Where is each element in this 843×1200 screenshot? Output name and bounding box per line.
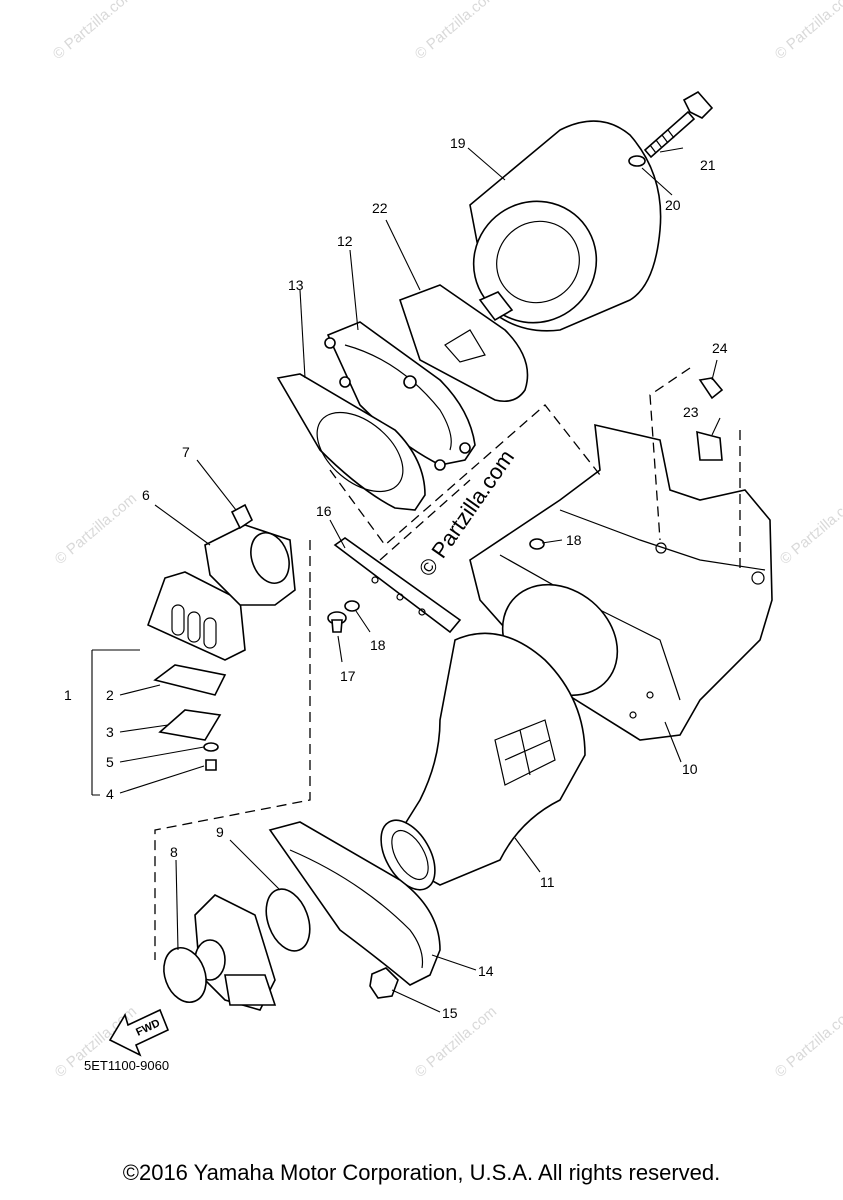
manifold-6 [204,524,296,606]
callout-16: 16 [316,503,332,519]
carburetor [194,894,277,1011]
callouts: 19 21 20 22 12 13 24 23 7 6 16 18 18 17 … [64,135,728,1021]
callout-1: 1 [64,687,72,703]
callout-10: 10 [682,761,698,777]
bolt-24 [698,377,724,400]
screw-4 [205,759,217,771]
washer-5 [203,742,219,752]
copyright-notice: ©2016 Yamaha Motor Corporation, U.S.A. A… [122,1160,721,1185]
watermark: © Partzilla.com [52,490,140,568]
callout-18a: 18 [566,532,582,548]
leader-lines [119,147,721,1013]
seal-strip-16 [333,537,462,634]
washer-18 [529,538,545,550]
filter-case [398,284,529,403]
diagram-code: 5ET1100-9060 [84,1058,169,1073]
air-filter-element [469,120,662,332]
callout-4: 4 [106,786,114,802]
callout-7: 7 [182,444,190,460]
callout-22: 22 [372,200,388,216]
washer-20 [628,155,646,167]
joint-14 [268,821,441,986]
callout-14: 14 [478,963,494,979]
reed-stopper-3 [158,709,222,741]
reed-2 [153,664,227,696]
alignment-lines [154,367,741,960]
callout-13: 13 [288,277,304,293]
callout-5: 5 [106,754,114,770]
intake-duct [380,632,586,891]
bolt-7 [230,503,254,530]
callout-23: 23 [683,404,699,420]
callout-15: 15 [442,1005,458,1021]
watermark: © Partzilla.com [772,0,843,63]
callout-8: 8 [170,844,178,860]
watermark: © Partzilla.com [412,0,500,63]
clip-23 [696,430,723,461]
callout-9: 9 [216,824,224,840]
watermark: © Partzilla.com [777,490,843,568]
callout-12: 12 [337,233,353,249]
reed-valve-assembly [146,571,246,771]
watermark: © Partzilla.com [50,0,138,63]
clamp-8 [163,947,207,1003]
callout-11: 11 [540,874,555,890]
callout-24: 24 [712,340,728,356]
watermark: © Partzilla.com [772,1003,843,1081]
callout-2: 2 [106,687,114,703]
callout-21: 21 [700,157,716,173]
nut-15 [369,967,399,999]
washer-18 [344,600,360,612]
fwd-arrow-icon: FWD [108,1008,170,1057]
clamp-9 [265,888,311,952]
callout-17: 17 [340,668,356,684]
rivet-17 [327,611,347,633]
callout-6: 6 [142,487,150,503]
callout-18b: 18 [370,637,386,653]
bolt-21 [643,90,714,159]
gasket-13 [276,373,426,511]
callout-19: 19 [450,135,466,151]
callout-3: 3 [106,724,114,740]
callout-20: 20 [665,197,681,213]
